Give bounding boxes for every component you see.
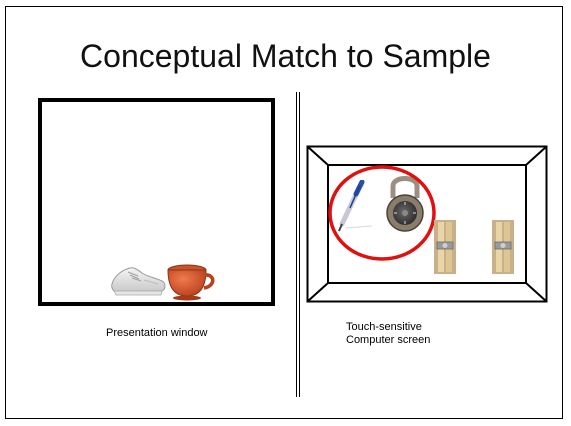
clothespin-image[interactable] — [492, 220, 514, 274]
touch-screen-caption-line2: Computer screen — [346, 334, 431, 346]
selection-circle — [328, 165, 436, 261]
sneaker-image — [111, 267, 166, 296]
presentation-window-caption: Presentation window — [106, 327, 208, 339]
padlock-image[interactable] — [380, 172, 430, 234]
teacup-image — [167, 264, 215, 301]
presentation-window — [38, 98, 275, 306]
touch-screen-caption-line1: Touch-sensitive — [346, 321, 422, 333]
panel-divider — [296, 92, 300, 397]
touch-screen[interactable] — [306, 145, 548, 303]
slide-title: Conceptual Match to Sample — [80, 38, 491, 74]
clothespin-image[interactable] — [434, 220, 456, 274]
pen-image[interactable] — [334, 180, 374, 234]
touch-screen-caption: Touch-sensitive Computer screen — [346, 321, 506, 347]
